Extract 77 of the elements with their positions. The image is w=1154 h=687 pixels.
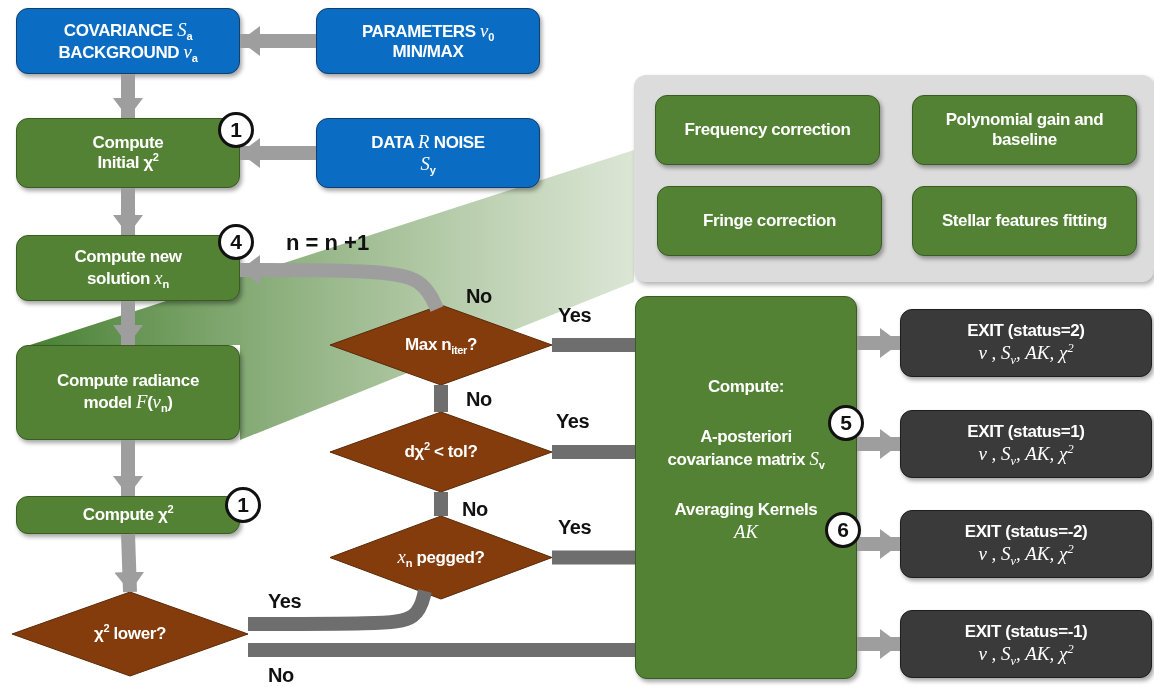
input-box <box>316 8 540 74</box>
edge-label: No <box>466 388 492 411</box>
connector-bar <box>248 643 635 657</box>
panel-background <box>634 75 1154 282</box>
node-label: Compute radiance model F(v$_{n}$) <box>56 371 200 414</box>
edge-label: Yes <box>558 516 592 539</box>
iteration-note: n = n +1 <box>286 230 370 256</box>
process-box <box>635 296 857 679</box>
node-label: DATA R NOISE S$_{y}$ <box>370 130 486 176</box>
node-label: v , S$_{v}$, AK, χ$^{2}$ <box>977 642 1075 666</box>
block-arrow <box>113 188 143 235</box>
node-label: EXIT (status=2) <box>966 321 1086 342</box>
connector-bar <box>552 338 635 352</box>
node-label: Max n$_{iter}$? <box>404 334 478 356</box>
edge-label: Yes <box>558 304 592 327</box>
node-label: A-posteriori covariance matrix S$_{v}$ <box>666 427 826 471</box>
node-label: dχ$^{2}$ < tol? <box>403 441 479 463</box>
callout-number: 1 <box>225 487 261 523</box>
process-box <box>657 186 882 256</box>
process-box <box>16 118 240 188</box>
process-box <box>912 186 1137 256</box>
node-label: EXIT (status=-1) <box>963 622 1089 643</box>
block-arrow <box>114 533 145 593</box>
block-arrow <box>857 629 900 659</box>
node-label: Compute χ$^{2}$ <box>81 504 175 526</box>
node-label: χ$^{2}$ lower? <box>93 623 167 645</box>
input-box <box>16 8 240 74</box>
exit-box <box>900 410 1152 478</box>
process-box <box>16 235 240 301</box>
input-box <box>316 118 540 188</box>
exit-box <box>900 510 1152 578</box>
node-label: COVARIANCE S$_{a}$ BACKGROUND v$_{a}$ <box>57 18 199 64</box>
edge-label: Yes <box>268 590 302 613</box>
node-label: Compute Initial χ$^{2}$ <box>91 132 165 174</box>
process-box <box>912 95 1137 165</box>
block-arrow <box>240 26 316 56</box>
node-label: PARAMETERS v$_{0}$ MIN/MAX <box>360 19 496 63</box>
block-arrow <box>240 255 444 312</box>
node-label: v , S$_{v}$, AK, χ$^{2}$ <box>977 341 1075 365</box>
node-label: Polynomial gain and baseline <box>944 109 1105 151</box>
node-label: Fringe correction <box>702 210 837 232</box>
node-label: Averaging Kernels AK <box>673 500 819 544</box>
block-arrow <box>113 440 143 496</box>
node-label: EXIT (status=1) <box>966 422 1086 443</box>
decision-diamond <box>330 305 552 385</box>
decision-diamond <box>330 412 552 492</box>
edge-label: Yes <box>556 410 590 433</box>
edge-label: No <box>466 285 492 308</box>
node-label: EXIT (status=-2) <box>963 522 1089 543</box>
connector-bar <box>552 445 635 459</box>
edge-label: No <box>462 498 488 521</box>
block-arrow <box>857 328 900 358</box>
block-arrow <box>113 301 143 345</box>
edge-label: No <box>268 664 294 687</box>
node-label: Frequency correction <box>683 119 852 141</box>
node-label: x$_{n}$ pegged? <box>396 546 486 569</box>
node-label: Compute new solution x$_{n}$ <box>73 246 183 290</box>
connector-bar <box>434 492 448 516</box>
node-label: v , S$_{v}$, AK, χ$^{2}$ <box>977 542 1075 566</box>
exit-box <box>900 610 1152 678</box>
decision-diamond <box>330 516 552 599</box>
block-arrow <box>240 138 316 168</box>
block-arrow <box>857 429 900 459</box>
block-arrow <box>113 74 143 118</box>
process-box <box>16 345 240 440</box>
decision-diamond <box>12 592 248 676</box>
block-arrow <box>857 529 900 559</box>
process-box <box>655 95 880 165</box>
node-label: Stellar features fitting <box>940 210 1109 232</box>
node-label: v , S$_{v}$, AK, χ$^{2}$ <box>977 442 1075 466</box>
callout-number: 4 <box>218 224 254 260</box>
callout-number: 1 <box>218 112 254 148</box>
connector-bar <box>552 550 635 565</box>
connector-bar <box>434 385 448 412</box>
process-box <box>16 496 240 534</box>
node-label: Compute: <box>706 377 786 398</box>
exit-box <box>900 309 1152 377</box>
